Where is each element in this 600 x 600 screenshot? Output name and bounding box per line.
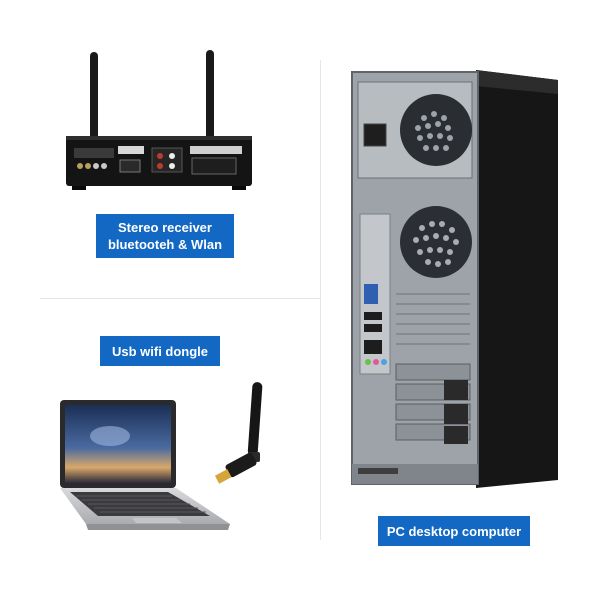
stereo-receiver-icon [66,50,252,190]
horizontal-divider [40,298,320,299]
usb-wifi-dongle-icon [214,382,263,484]
pc-desktop-label-text: PC desktop computer [386,523,522,539]
pc-tower-icon [351,70,558,488]
stereo-receiver-label-line2: bluetooteh & Wlan [107,237,223,252]
stereo-receiver-label: Stereo receiver bluetooteh & Wlan [96,214,234,258]
pc-desktop-label: PC desktop computer [378,516,530,546]
stereo-receiver-label-line1: Stereo receiver [118,220,212,235]
laptop-icon [60,400,230,530]
vertical-divider [320,60,321,540]
usb-wifi-dongle-label-text: Usb wifi dongle [111,343,209,359]
usb-wifi-dongle-label: Usb wifi dongle [100,336,220,366]
